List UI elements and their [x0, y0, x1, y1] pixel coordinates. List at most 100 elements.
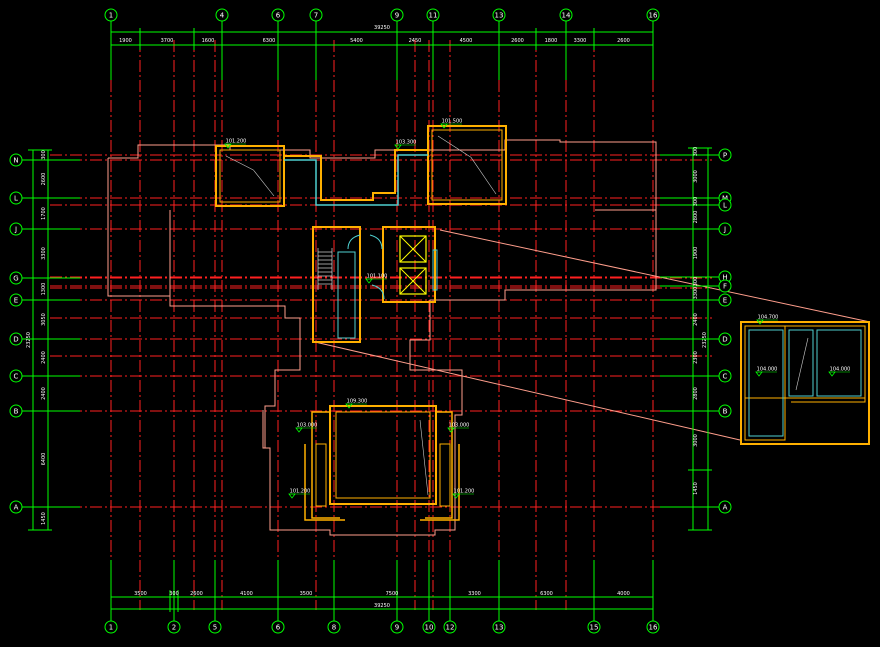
detail-inner-left: [744, 325, 786, 441]
axis-bubble: 15: [587, 620, 601, 634]
axis-bubble: 13: [492, 8, 506, 22]
elevator-cross: [399, 235, 427, 263]
room-nw-inner: [219, 149, 281, 203]
dim-top-value: 4500: [460, 38, 473, 44]
axis-bubble-label: 16: [649, 624, 658, 632]
axis-bubble-label: 6: [276, 12, 281, 20]
axis-bubble-circle: [646, 620, 660, 634]
elevation-mark: 101.200: [452, 489, 474, 499]
elevator-cross: [399, 267, 427, 295]
axis-bubble-label: 1: [109, 12, 113, 20]
axis-bubble: 7: [309, 8, 323, 22]
axis-bubble-label: C: [14, 373, 19, 381]
axis-bubble-label: 7: [314, 12, 318, 20]
north-passage-wall: [284, 149, 428, 201]
axis-bubble-circle: [718, 369, 732, 383]
axis-bubble-circle: [718, 404, 732, 418]
axis-bubble: G: [9, 271, 23, 285]
axis-bubble-circle: [309, 8, 323, 22]
axis-bubble: J: [718, 222, 732, 236]
axis-bubble: 12: [443, 620, 457, 634]
dim-left-value: 3050: [41, 313, 47, 326]
detail-glass-left: [748, 329, 784, 437]
axis-bubble: 6: [271, 8, 285, 22]
axis-bubble-label: A: [723, 504, 728, 512]
axis-bubble: 1: [104, 620, 118, 634]
axis-bubble-circle: [718, 222, 732, 236]
elevation-value: 104.000: [757, 367, 778, 373]
axis-bubble-circle: [587, 620, 601, 634]
dim-top-value: 2450: [409, 38, 422, 44]
dim-left-value: 300: [41, 150, 47, 160]
dim-bottom-value: 2600: [190, 591, 203, 597]
elevation-mark: 109.300: [345, 399, 367, 409]
dim-left-value: 1450: [41, 512, 47, 525]
axis-bubble-circle: [9, 332, 23, 346]
axis-bubble-label: 12: [446, 624, 455, 632]
elevator-car-1: [399, 235, 427, 263]
axis-bubble: 4: [215, 8, 229, 22]
dim-top-value: 1600: [202, 38, 215, 44]
elevation-mark: 104.000: [828, 367, 850, 377]
elevation-value: 101.500: [442, 119, 463, 125]
axis-bubble: B: [9, 404, 23, 418]
axis-bubble: 13: [492, 620, 506, 634]
dim-bottom-value: 300: [169, 591, 179, 597]
elevation-mark: 101.100: [365, 274, 387, 284]
axis-bubble-label: 13: [495, 12, 504, 20]
elevation-triangle: [828, 371, 836, 377]
room-south-inner: [335, 411, 431, 499]
axis-bubble: 14: [559, 8, 573, 22]
elevator-block: [382, 226, 436, 303]
axis-bubble: D: [718, 332, 732, 346]
axis-bubble: N: [9, 153, 23, 167]
axis-bubble: A: [718, 500, 732, 514]
axis-bubble: B: [718, 404, 732, 418]
dim-top-value: 2600: [617, 38, 630, 44]
axis-bubble-label: E: [14, 297, 18, 305]
axis-bubble-label: 11: [429, 12, 438, 20]
axis-bubble-label: D: [13, 336, 18, 344]
axis-bubble-circle: [104, 8, 118, 22]
axis-bubble-circle: [104, 620, 118, 634]
axis-bubble-circle: [9, 271, 23, 285]
axis-bubble-circle: [9, 153, 23, 167]
door-swing: [347, 234, 361, 250]
dim-right-value: 2400: [693, 313, 699, 326]
axis-bubble-label: B: [14, 408, 19, 416]
axis-bubble-label: 14: [562, 12, 571, 20]
axis-bubble-label: B: [723, 408, 728, 416]
axis-bubble-label: L: [723, 202, 727, 210]
axis-bubble: F: [718, 279, 732, 293]
axis-bubble: L: [718, 198, 732, 212]
dim-right-value: 2800: [693, 211, 699, 224]
axis-bubble-circle: [215, 8, 229, 22]
elevation-triangle: [452, 493, 460, 499]
detail-inner-top: [744, 325, 866, 399]
axis-bubble-label: F: [723, 283, 727, 291]
exterior-outline: [107, 139, 657, 536]
axis-bubble-label: G: [13, 275, 18, 283]
axis-bubble-label: 2: [172, 624, 176, 632]
axis-bubble: A: [9, 500, 23, 514]
north-passage-glass: [284, 154, 428, 206]
south-right-wall-outer: [420, 444, 460, 521]
dim-left-total: 23250: [26, 332, 32, 348]
dim-bottom-value: 7500: [386, 591, 399, 597]
axis-bubble-label: 1: [109, 624, 113, 632]
axis-bubble-label: 4: [220, 12, 225, 20]
elevation-mark: 103.300: [394, 140, 416, 150]
axis-bubble-circle: [718, 279, 732, 293]
axis-bubble: D: [9, 332, 23, 346]
dim-left-value: 3300: [41, 247, 47, 260]
slope-line: [225, 155, 254, 171]
axis-bubble: 16: [646, 620, 660, 634]
axis-bubble-circle: [9, 404, 23, 418]
stair-landing: [337, 251, 356, 339]
dim-bottom-value: 4100: [240, 591, 253, 597]
axis-bubble: 1: [104, 8, 118, 22]
dim-right-value: 3000: [693, 170, 699, 183]
axis-bubble-label: P: [723, 152, 727, 160]
dim-top-value: 3700: [161, 38, 174, 44]
